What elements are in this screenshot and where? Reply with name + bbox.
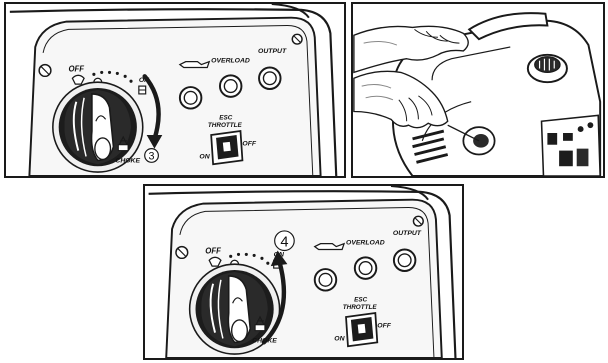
oil-indicator-light	[180, 87, 202, 109]
choke-label: CHOKE	[252, 337, 277, 344]
switch-on-label: ON	[334, 335, 345, 342]
control-panel-illustration-step-4: OFF ON 4 CHOKE O	[145, 186, 462, 358]
throttle-label: THROTTLE	[208, 122, 243, 129]
choke-label: CHOKE	[115, 157, 140, 164]
illustration-panel-pull-start	[351, 2, 605, 178]
overload-indicator-light	[355, 257, 377, 279]
esc-throttle-switch	[346, 313, 377, 346]
fuel-off-icon	[72, 75, 84, 84]
step-number-badge: 3	[145, 149, 159, 163]
switch-off-label: OFF	[377, 323, 391, 330]
output-indicator-light	[394, 250, 416, 272]
fuel-off-icon	[209, 257, 221, 266]
off-label: OFF	[68, 64, 84, 73]
control-panel-illustration-step-3: OFF ON CHOKE 3	[6, 4, 344, 176]
output-label: OUTPUT	[258, 48, 287, 55]
output-label: OUTPUT	[393, 230, 422, 237]
esc-label: ESC	[219, 114, 232, 121]
throttle-label: THROTTLE	[343, 304, 378, 311]
esc-throttle-switch	[211, 131, 242, 164]
switch-off-label: OFF	[242, 141, 256, 148]
screw-icon	[39, 65, 51, 77]
svg-text:3: 3	[149, 150, 155, 162]
screw-icon	[176, 247, 188, 259]
illustration-panel-step-3: OFF ON CHOKE 3	[4, 2, 346, 178]
oil-indicator-light	[315, 269, 337, 291]
off-label: OFF	[205, 246, 221, 255]
output-indicator-light	[259, 68, 280, 90]
overload-label: OVERLOAD	[211, 58, 250, 65]
overload-label: OVERLOAD	[346, 240, 385, 247]
esc-label: ESC	[354, 296, 367, 303]
svg-text:4: 4	[280, 235, 288, 251]
pull-start-illustration	[353, 4, 603, 176]
screw-icon	[413, 216, 423, 226]
overload-indicator-light	[220, 75, 242, 97]
switch-on-label: ON	[199, 153, 210, 160]
screw-icon	[292, 34, 302, 44]
fuel-pump-icon	[139, 86, 146, 94]
illustration-panel-step-4: OFF ON 4 CHOKE O	[143, 184, 464, 360]
step-number-badge: 4	[275, 231, 295, 251]
